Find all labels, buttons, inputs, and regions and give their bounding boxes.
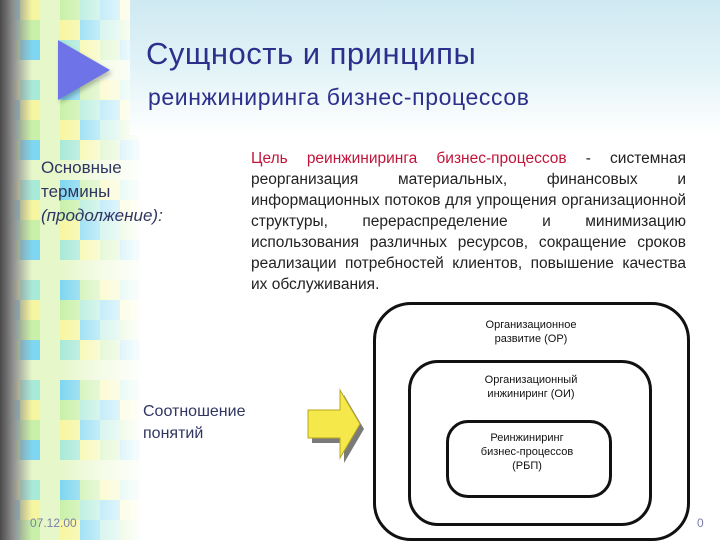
relation-line: Соотношение (143, 403, 246, 420)
goal-lead: Цель реинжиниринга бизнес-процессов (251, 150, 567, 167)
terms-heading: Основные термины (продолжение): (41, 156, 163, 228)
terms-line: термины (41, 182, 111, 201)
play-triangle-icon (58, 40, 110, 100)
goal-text: - системная реорганизация материальных, … (251, 150, 686, 293)
slide-number: 0 (697, 516, 704, 530)
relation-line: понятий (143, 425, 204, 442)
slide-date: 07.12.00 (30, 516, 77, 530)
outer-box-label: Организационное развитие (ОР) (485, 319, 577, 345)
middle-box-label: Организационный инжиниринг (ОИ) (484, 374, 578, 400)
diagram-inner-box (446, 420, 612, 498)
left-edge-shadow (0, 0, 32, 540)
goal-paragraph: Цель реинжиниринга бизнес-процессов - си… (226, 148, 686, 295)
slide-subtitle: реинжиниринга бизнес-процессов (148, 84, 530, 110)
inner-box-label: Реинжиниринг бизнес-процессов (РБП) (480, 432, 574, 472)
title-background (130, 0, 720, 135)
terms-line: Основные (41, 158, 122, 177)
terms-line: (продолжение): (41, 206, 163, 225)
slide-title: Сущность и принципы (146, 36, 477, 71)
arrow-right-icon (307, 388, 364, 463)
relation-heading: Соотношение понятий (143, 401, 245, 445)
